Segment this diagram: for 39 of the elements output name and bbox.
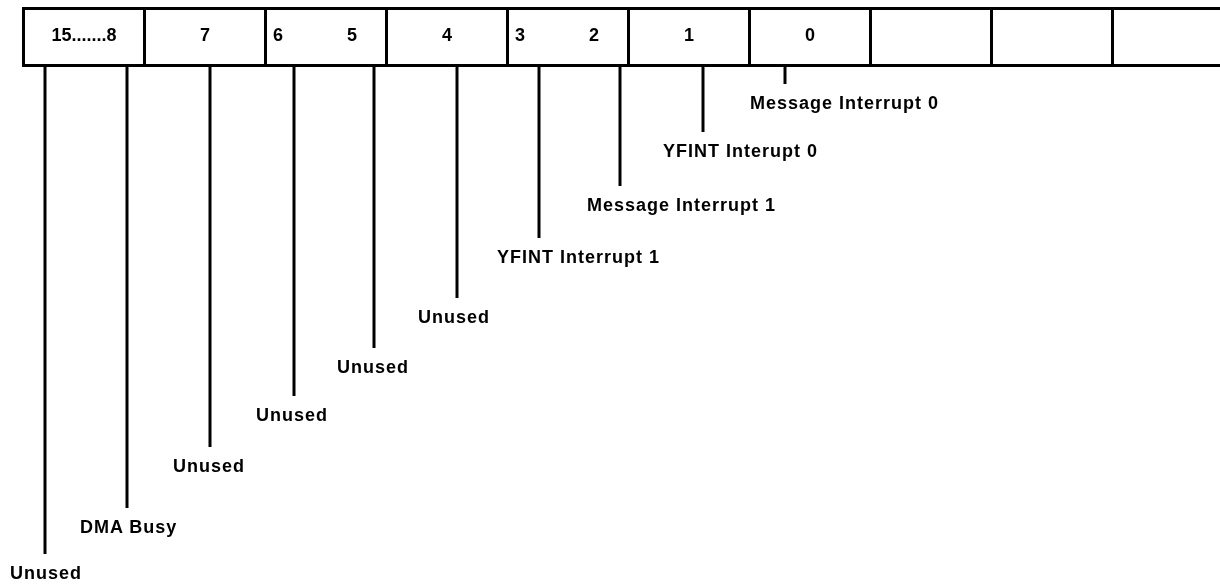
bit-label: Unused: [337, 356, 409, 378]
bit-number: 15.......8: [50, 24, 118, 47]
bit-label: YFINT Interupt 0: [663, 140, 818, 162]
bit-number: 6: [273, 24, 283, 47]
bit-number: 7: [199, 24, 211, 47]
leader-line: [125, 67, 129, 508]
bit-label: DMA Busy: [80, 516, 178, 538]
leader-line: [618, 67, 622, 186]
leader-line: [43, 67, 47, 554]
bit-number: 5: [347, 24, 357, 47]
bit-label: Unused: [10, 562, 82, 584]
bit-number: 3: [515, 24, 525, 47]
bit-number: 2: [589, 24, 599, 47]
bit-number: 0: [804, 24, 816, 47]
bit-field-cell: [748, 7, 872, 67]
bit-field-cell: [385, 7, 509, 67]
bit-number: 1: [683, 24, 695, 47]
bit-label: YFINT Interrupt 1: [497, 246, 660, 268]
bit-field-cell: [506, 7, 630, 67]
bit-field-cell: [264, 7, 388, 67]
bit-field-cell: [990, 7, 1114, 67]
bit-label: Message Interrupt 1: [587, 194, 777, 216]
leader-line: [372, 67, 376, 348]
leader-line: [783, 67, 787, 84]
leader-line: [208, 67, 212, 447]
bit-field-cell: [869, 7, 993, 67]
bit-field-cell: [143, 7, 267, 67]
bit-field-cell: [1111, 7, 1220, 67]
leader-line: [537, 67, 541, 238]
bit-field-cell: [627, 7, 751, 67]
leader-line: [455, 67, 459, 298]
bit-number: 4: [441, 24, 453, 47]
leader-line: [701, 67, 705, 132]
bit-label: Unused: [173, 455, 245, 477]
bit-field-cell: [22, 7, 146, 67]
bit-label: Message Interrupt 0: [750, 92, 940, 114]
bit-label: Unused: [256, 404, 328, 426]
bit-label: Unused: [418, 306, 490, 328]
leader-line: [292, 67, 296, 396]
